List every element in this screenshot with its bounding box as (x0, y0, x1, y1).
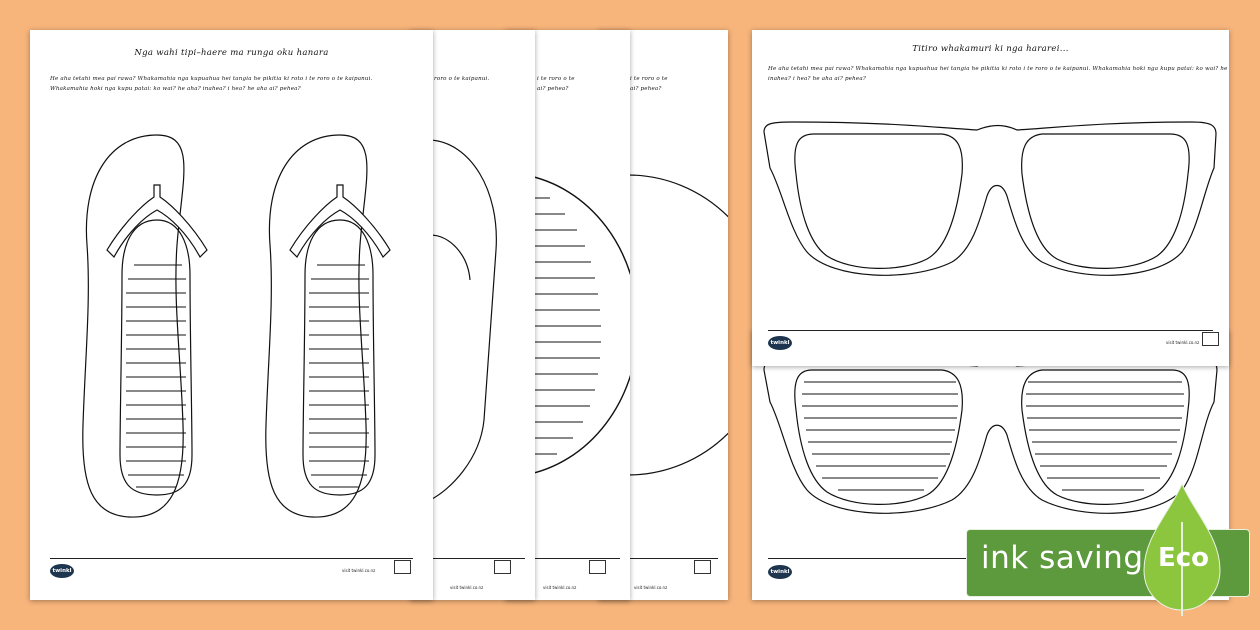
twinkl-logo: twinkl (768, 565, 792, 579)
worksheet-3-instructions: i te roro o te ai? pehea? (537, 76, 575, 92)
website-link: visit twinkl.co.nz (342, 568, 376, 573)
worksheet-5-title: Titiro whakamuri ki nga hararei... (912, 44, 1069, 54)
quality-stamp (694, 560, 711, 574)
flip-flop-pair (82, 134, 391, 518)
website-link: visit twinkl.co.nz (1166, 340, 1200, 345)
footer-divider (430, 558, 525, 559)
worksheet-4-instructions: i te roro o te ai? pehea? (630, 76, 668, 92)
flip-flop-outline (429, 139, 497, 501)
worksheet-2-instructions: roro o te kaipanui. (434, 76, 490, 82)
sunglasses-outline (763, 121, 1217, 276)
eco-label: Eco (1158, 543, 1210, 573)
footer-divider (50, 558, 413, 559)
website-link: visit twinkl.co.nz (450, 585, 484, 590)
worksheet-1-title: Nga wahi tipi–haere ma runga oku hanara (134, 48, 329, 58)
website-link: visit twinkl.co.nz (543, 585, 577, 590)
website-link: visit twinkl.co.nz (634, 585, 668, 590)
twinkl-logo: twinkl (768, 336, 792, 350)
footer-divider (535, 558, 620, 559)
quality-stamp (394, 560, 411, 574)
footer-divider (768, 330, 1213, 331)
circle-outline (627, 174, 728, 476)
twinkl-logo: twinkl (50, 564, 74, 578)
footer-divider (628, 558, 718, 559)
ink-saving-label: ink saving (981, 540, 1144, 576)
worksheet-1-instructions: He aha tetahi mea pai rawa? Whakamahia n… (50, 76, 373, 92)
quality-stamp (589, 560, 606, 574)
quality-stamp (494, 560, 511, 574)
leaf-icon (1143, 482, 1221, 616)
worksheet-5: Titiro whakamuri ki nga hararei... He ah… (752, 30, 1229, 366)
quality-stamp (1202, 332, 1219, 346)
worksheet-5-instructions: He aha tetahi mea pai rawa? Whakamahia n… (768, 66, 1229, 82)
worksheet-1: Nga wahi tipi–haere ma runga oku hanara … (30, 30, 433, 600)
